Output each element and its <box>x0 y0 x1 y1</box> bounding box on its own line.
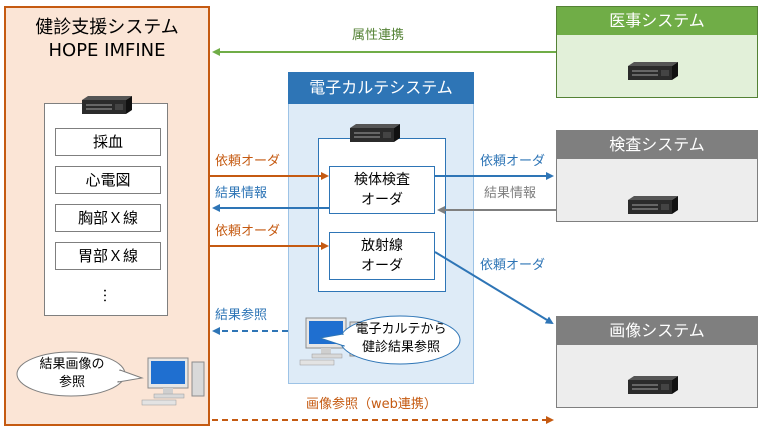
iji-system: 医事システム <box>556 6 758 98</box>
radiology-order-box: 放射線 オーダ <box>329 232 435 280</box>
health-check-bubble: 結果画像の 参照 <box>39 357 105 390</box>
iji-server-icon <box>628 62 678 80</box>
health-check-system-title: 健診支援システム HOPE IMFINE <box>35 17 179 61</box>
emr-system-title: 電子カルテシステム <box>288 72 474 104</box>
health-check-server-icon <box>82 96 132 114</box>
lab-result-label: 結果情報 <box>484 186 537 201</box>
image-reference-label: 画像参照（web連携） <box>306 397 437 412</box>
imaging-server-icon <box>628 376 678 394</box>
imaging-order-arrow <box>434 251 554 325</box>
iji-system-title: 医事システム <box>557 7 757 35</box>
exam-item-stomach-xray: 胃部Ｘ線 <box>55 242 161 270</box>
imaging-order-label: 依頼オーダ <box>480 258 546 273</box>
lab-order-label: 依頼オーダ <box>480 154 546 169</box>
emr-bubble: 電子カルテから 健診結果参照 <box>355 322 447 355</box>
emr-server-icon <box>350 124 400 142</box>
imaging-system-title: 画像システム <box>557 317 757 345</box>
lab-server-icon <box>628 196 678 214</box>
exam-item-blood: 採血 <box>55 128 161 156</box>
order-request-label-2: 依頼オーダ <box>215 224 281 239</box>
result-reference-label: 結果参照 <box>215 308 268 323</box>
lab-system-title: 検査システム <box>557 131 757 159</box>
exam-item-ecg: 心電図 <box>55 166 161 194</box>
lab-order-box: 検体検査 オーダ <box>329 166 435 214</box>
health-check-pc-icon <box>141 357 205 406</box>
exam-item-chest-xray: 胸部Ｘ線 <box>55 204 161 232</box>
order-request-label-1: 依頼オーダ <box>215 154 281 169</box>
result-info-label-1: 結果情報 <box>215 186 268 201</box>
attribute-link-label: 属性連携 <box>352 28 405 43</box>
more-items-ellipsis: ︙ <box>98 289 112 305</box>
imaging-system: 画像システム <box>556 316 758 408</box>
